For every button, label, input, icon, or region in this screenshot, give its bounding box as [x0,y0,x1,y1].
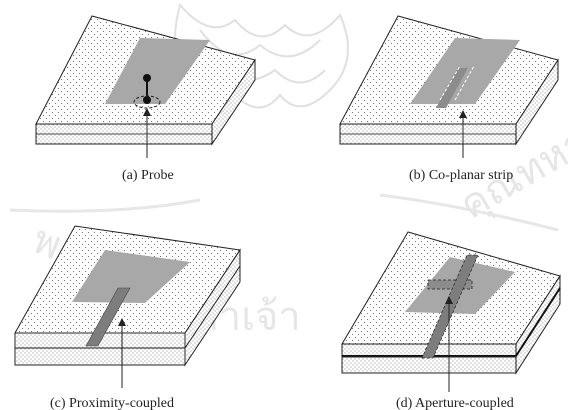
aperture-feed-line [421,254,479,359]
arrow-d [445,296,453,392]
probe-feed [133,74,161,109]
proximity-feed-line [85,287,131,347]
caption-a: (a) Probe [122,168,174,183]
patch-c [72,250,190,303]
watermark-arc-left [9,198,201,213]
panel-c-proximity-coupled: (c) Proximity-coupled [14,225,241,410]
panel-b-coplanar-strip: (b) Co-planar strip [339,15,559,183]
arrow-a [143,108,151,158]
patch-a [105,38,210,104]
arrow-c [118,318,126,388]
panel-d-aperture-coupled: (d) Aperture-coupled [341,231,561,410]
caption-d: (d) Aperture-coupled [396,396,514,410]
arrow-b [459,110,467,158]
panel-a-probe: (a) Probe [35,15,256,183]
caption-c: (c) Proximity-coupled [50,396,174,410]
aperture-slot [427,279,473,290]
caption-b: (b) Co-planar strip [409,168,513,183]
watermark-arc-right [379,193,559,232]
coplanar-strip-feed [436,65,475,108]
